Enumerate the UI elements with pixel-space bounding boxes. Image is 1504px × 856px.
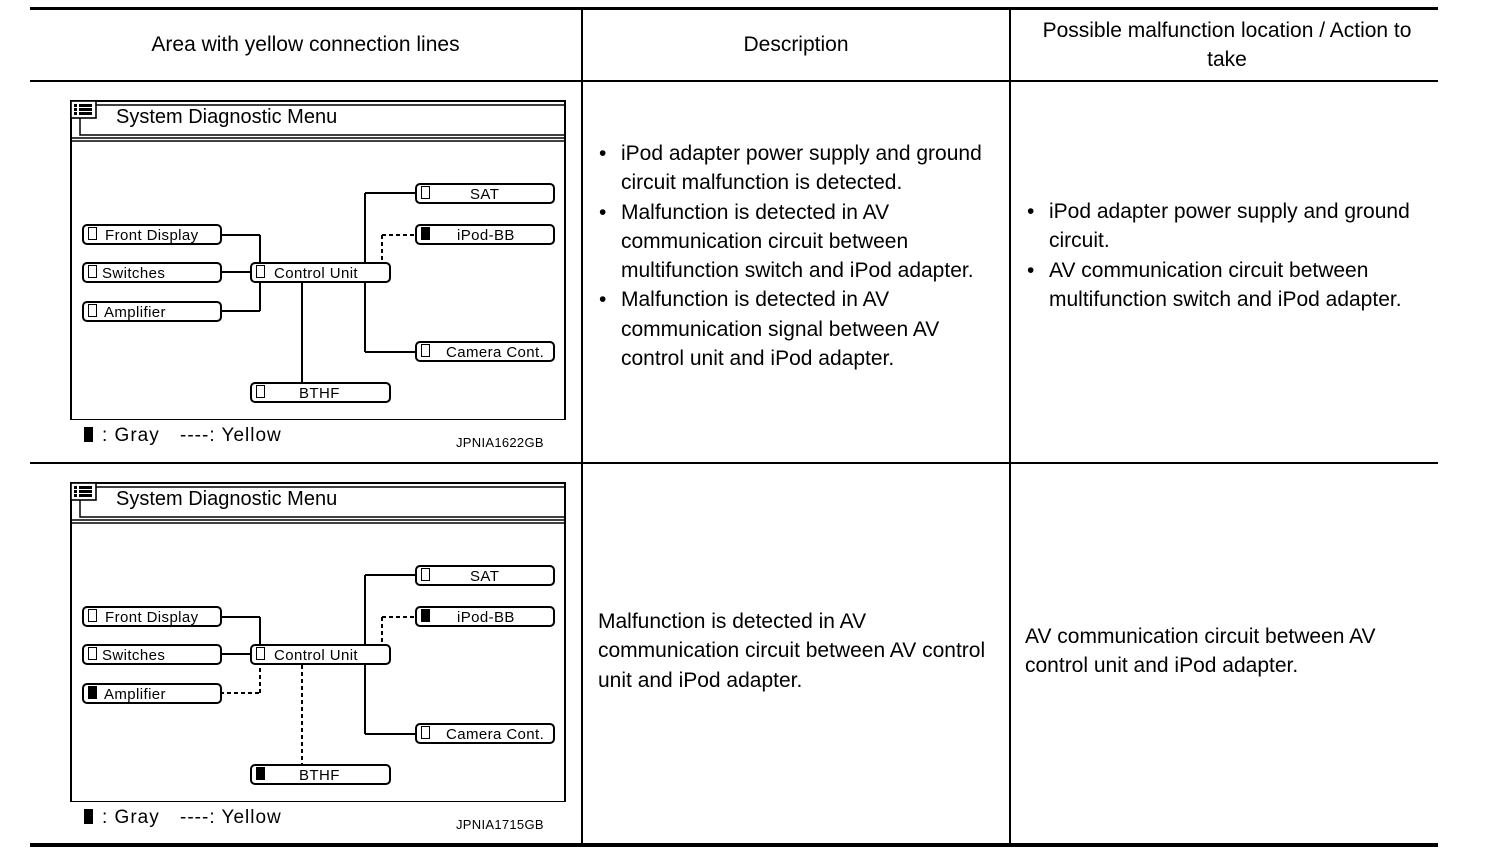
column-divider-1 [581,8,583,845]
legend-1: : Gray ----: Yellow [84,425,282,447]
node-label: BTHF [299,767,340,784]
header-bottom-rule [30,80,1438,82]
diagnostic-diagram-2: System Diagnostic Menu Front Display Swi… [70,482,566,802]
legend-gray-label: : Gray [102,425,160,446]
gray-swatch-icon [84,427,93,442]
header-action: Possible malfunction location / Action t… [1022,8,1432,81]
status-indicator-icon [88,686,97,699]
status-indicator-icon [88,647,97,660]
node-switches: Switches [82,262,222,283]
diagram-1-title: System Diagnostic Menu [116,106,338,128]
node-bthf: BTHF [250,382,391,403]
node-control-unit: Control Unit [250,262,391,283]
node-switches: Switches [82,644,222,665]
node-front-display: Front Display [82,606,222,627]
node-label: Control Unit [274,647,358,664]
status-indicator-icon [421,344,430,357]
status-indicator-icon [421,186,430,199]
column-divider-2 [1009,8,1011,845]
node-label: SAT [470,568,500,585]
legend-yellow-label: : Yellow [209,807,282,828]
legend-gray-label: : Gray [102,807,160,828]
menu-icon [70,482,97,501]
node-amplifier: Amplifier [82,301,222,322]
node-label: Front Display [105,227,199,244]
status-indicator-icon [421,609,430,622]
node-label: iPod-BB [457,609,515,626]
diagram-2-title: System Diagnostic Menu [116,488,338,510]
diagnostic-diagram-1: System Diagnostic Menu Front Display Swi… [70,100,566,420]
node-label: Switches [102,265,166,282]
node-front-display: Front Display [82,224,222,245]
node-camera-cont: Camera Cont. [415,341,555,362]
legend-2: : Gray ----: Yellow [84,807,282,829]
description-item: iPod adapter power supply and ground cir… [597,139,997,198]
action-2: AV communication circuit between AV cont… [1025,625,1376,678]
node-sat: SAT [415,183,555,204]
status-indicator-icon [421,568,430,581]
node-label: Amplifier [104,686,166,703]
diagram-2-lines [70,482,566,802]
node-label: Switches [102,647,166,664]
description-2: Malfunction is detected in AV communicat… [598,610,986,692]
status-indicator-icon [88,227,97,240]
status-indicator-icon [256,385,265,398]
status-indicator-icon [421,726,430,739]
status-indicator-icon [256,647,265,660]
gray-swatch-icon [84,809,93,824]
node-label: Front Display [105,609,199,626]
table-top-rule [30,7,1438,10]
header-area: Area with yellow connection lines [30,8,581,81]
legend-yellow-label: : Yellow [209,425,282,446]
status-indicator-icon [256,767,265,780]
figure-code-2: JPNIA1715GB [456,817,544,832]
node-sat: SAT [415,565,555,586]
node-ipod-bb: iPod-BB [415,224,555,245]
description-1: iPod adapter power supply and ground cir… [597,139,997,373]
yellow-dash-icon: ---- [180,807,210,828]
status-indicator-icon [88,304,97,317]
status-indicator-icon [88,609,97,622]
node-label: Amplifier [104,304,166,321]
description-item: Malfunction is detected in AV communicat… [597,285,997,373]
yellow-dash-icon: ---- [180,425,210,446]
status-indicator-icon [421,227,430,240]
header-description: Description [583,8,1009,81]
node-label: Control Unit [274,265,358,282]
table-bottom-rule [30,843,1438,847]
action-item: AV communication circuit between multifu… [1025,256,1425,315]
node-label: SAT [470,186,500,203]
node-label: iPod-BB [457,227,515,244]
header-area-label: Area with yellow connection lines [151,33,460,56]
node-ipod-bb: iPod-BB [415,606,555,627]
node-label: Camera Cont. [446,344,545,361]
header-description-label: Description [743,33,849,56]
node-bthf: BTHF [250,764,391,785]
node-camera-cont: Camera Cont. [415,723,555,744]
node-amplifier: Amplifier [82,683,222,704]
status-indicator-icon [256,265,265,278]
node-label: BTHF [299,385,340,402]
action-item: iPod adapter power supply and ground cir… [1025,197,1425,256]
menu-icon [70,100,97,119]
diagram-1-lines [70,100,566,420]
header-action-label: Possible malfunction location / Action t… [1042,18,1412,71]
node-control-unit: Control Unit [250,644,391,665]
figure-code-1: JPNIA1622GB [456,435,544,450]
row-divider [30,462,1438,464]
action-1: iPod adapter power supply and ground cir… [1025,197,1425,314]
status-indicator-icon [88,265,97,278]
node-label: Camera Cont. [446,726,545,743]
description-item: Malfunction is detected in AV communicat… [597,198,997,286]
